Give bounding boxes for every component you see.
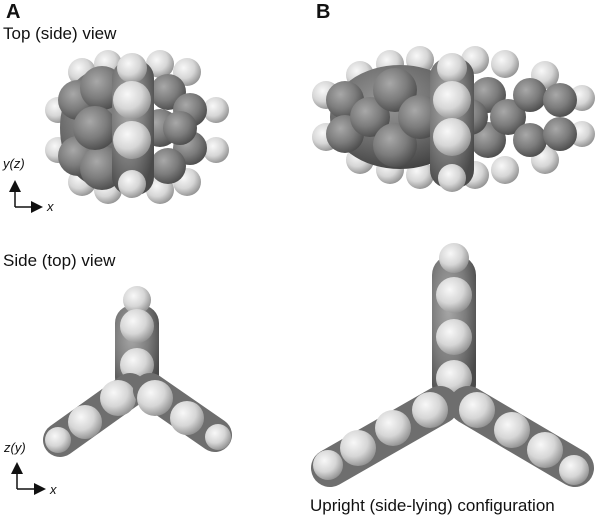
molecule-b-upright-view (311, 243, 594, 487)
side-axis-vertical-label: z(y) (4, 440, 26, 455)
molecule-b-top-view (312, 46, 595, 192)
top-axis-horizontal-label: x (47, 199, 54, 214)
side-axis-horizontal-label: x (50, 482, 57, 497)
side-view-caption: Side (top) view (3, 251, 116, 270)
molecule-a-top-view (45, 50, 229, 204)
upright-configuration-caption: Upright (side-lying) configuration (310, 496, 555, 515)
top-view-caption: Top (side) view (3, 24, 117, 43)
molecule-a-side-view (43, 286, 232, 457)
top-axis-vertical-label: y(z) (3, 156, 25, 171)
top-axis-arrows-icon (9, 180, 43, 213)
panel-a-label: A (6, 1, 21, 23)
side-axis-arrows-icon (11, 462, 46, 495)
panel-b-label: B (316, 1, 331, 23)
